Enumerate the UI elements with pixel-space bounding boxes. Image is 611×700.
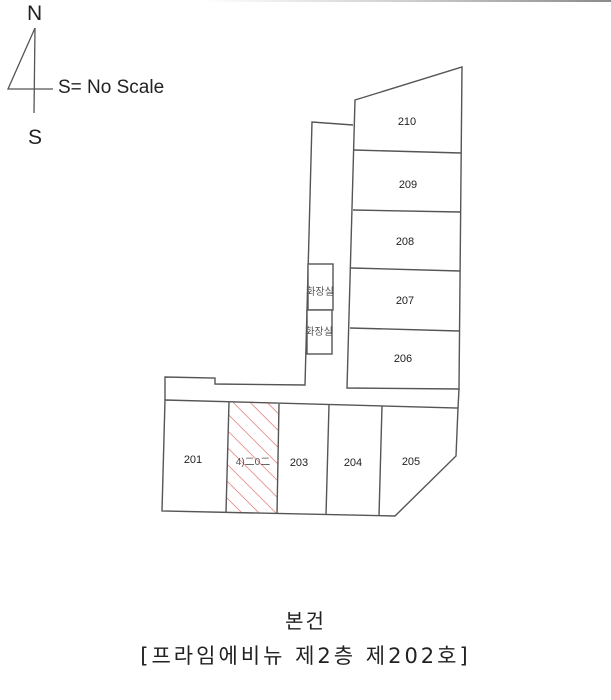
restroom-1 — [307, 263, 334, 311]
unit-202-label: 4)二0二 — [236, 457, 270, 468]
unit-208-label: 208 — [396, 236, 414, 248]
wall-210-209 — [353, 149, 462, 154]
compass-north-label: N — [27, 2, 43, 25]
unit-205-label: 205 — [402, 456, 420, 468]
wall-208-207 — [350, 267, 461, 272]
wall-202-203 — [276, 403, 280, 515]
compass-south-label: S — [28, 126, 43, 149]
unit-201-label: 201 — [184, 454, 202, 466]
unit-204-label: 204 — [344, 457, 362, 469]
wall-203-204 — [325, 404, 330, 516]
wall-209-208 — [352, 209, 461, 213]
corridor-east-edge — [457, 388, 460, 409]
unit-203-label: 203 — [290, 457, 308, 469]
unit-206-label: 206 — [394, 353, 412, 365]
scale-label: S= No Scale — [58, 77, 165, 98]
top-border-line — [200, 0, 611, 2]
caption-subtitle: [프라임에비뉴 제2층 제202호] — [140, 644, 471, 668]
unit-210-label: 210 — [398, 116, 416, 128]
restroom-2 — [306, 309, 333, 355]
south-row-outline — [161, 399, 459, 517]
restroom-2-label: 화장실 — [305, 326, 333, 338]
unit-209-label: 209 — [399, 179, 417, 191]
wall-204-205 — [378, 405, 383, 517]
caption-title: 본건 — [285, 609, 326, 633]
unit-207-label: 207 — [396, 295, 414, 307]
wall-207-206 — [349, 327, 460, 332]
north-arrow-icon — [7, 27, 53, 114]
corridor-outline — [164, 121, 354, 400]
unit-202-highlight — [226, 402, 279, 514]
restroom-1-label: 화장실 — [306, 286, 334, 298]
wall-201-202 — [225, 401, 230, 513]
